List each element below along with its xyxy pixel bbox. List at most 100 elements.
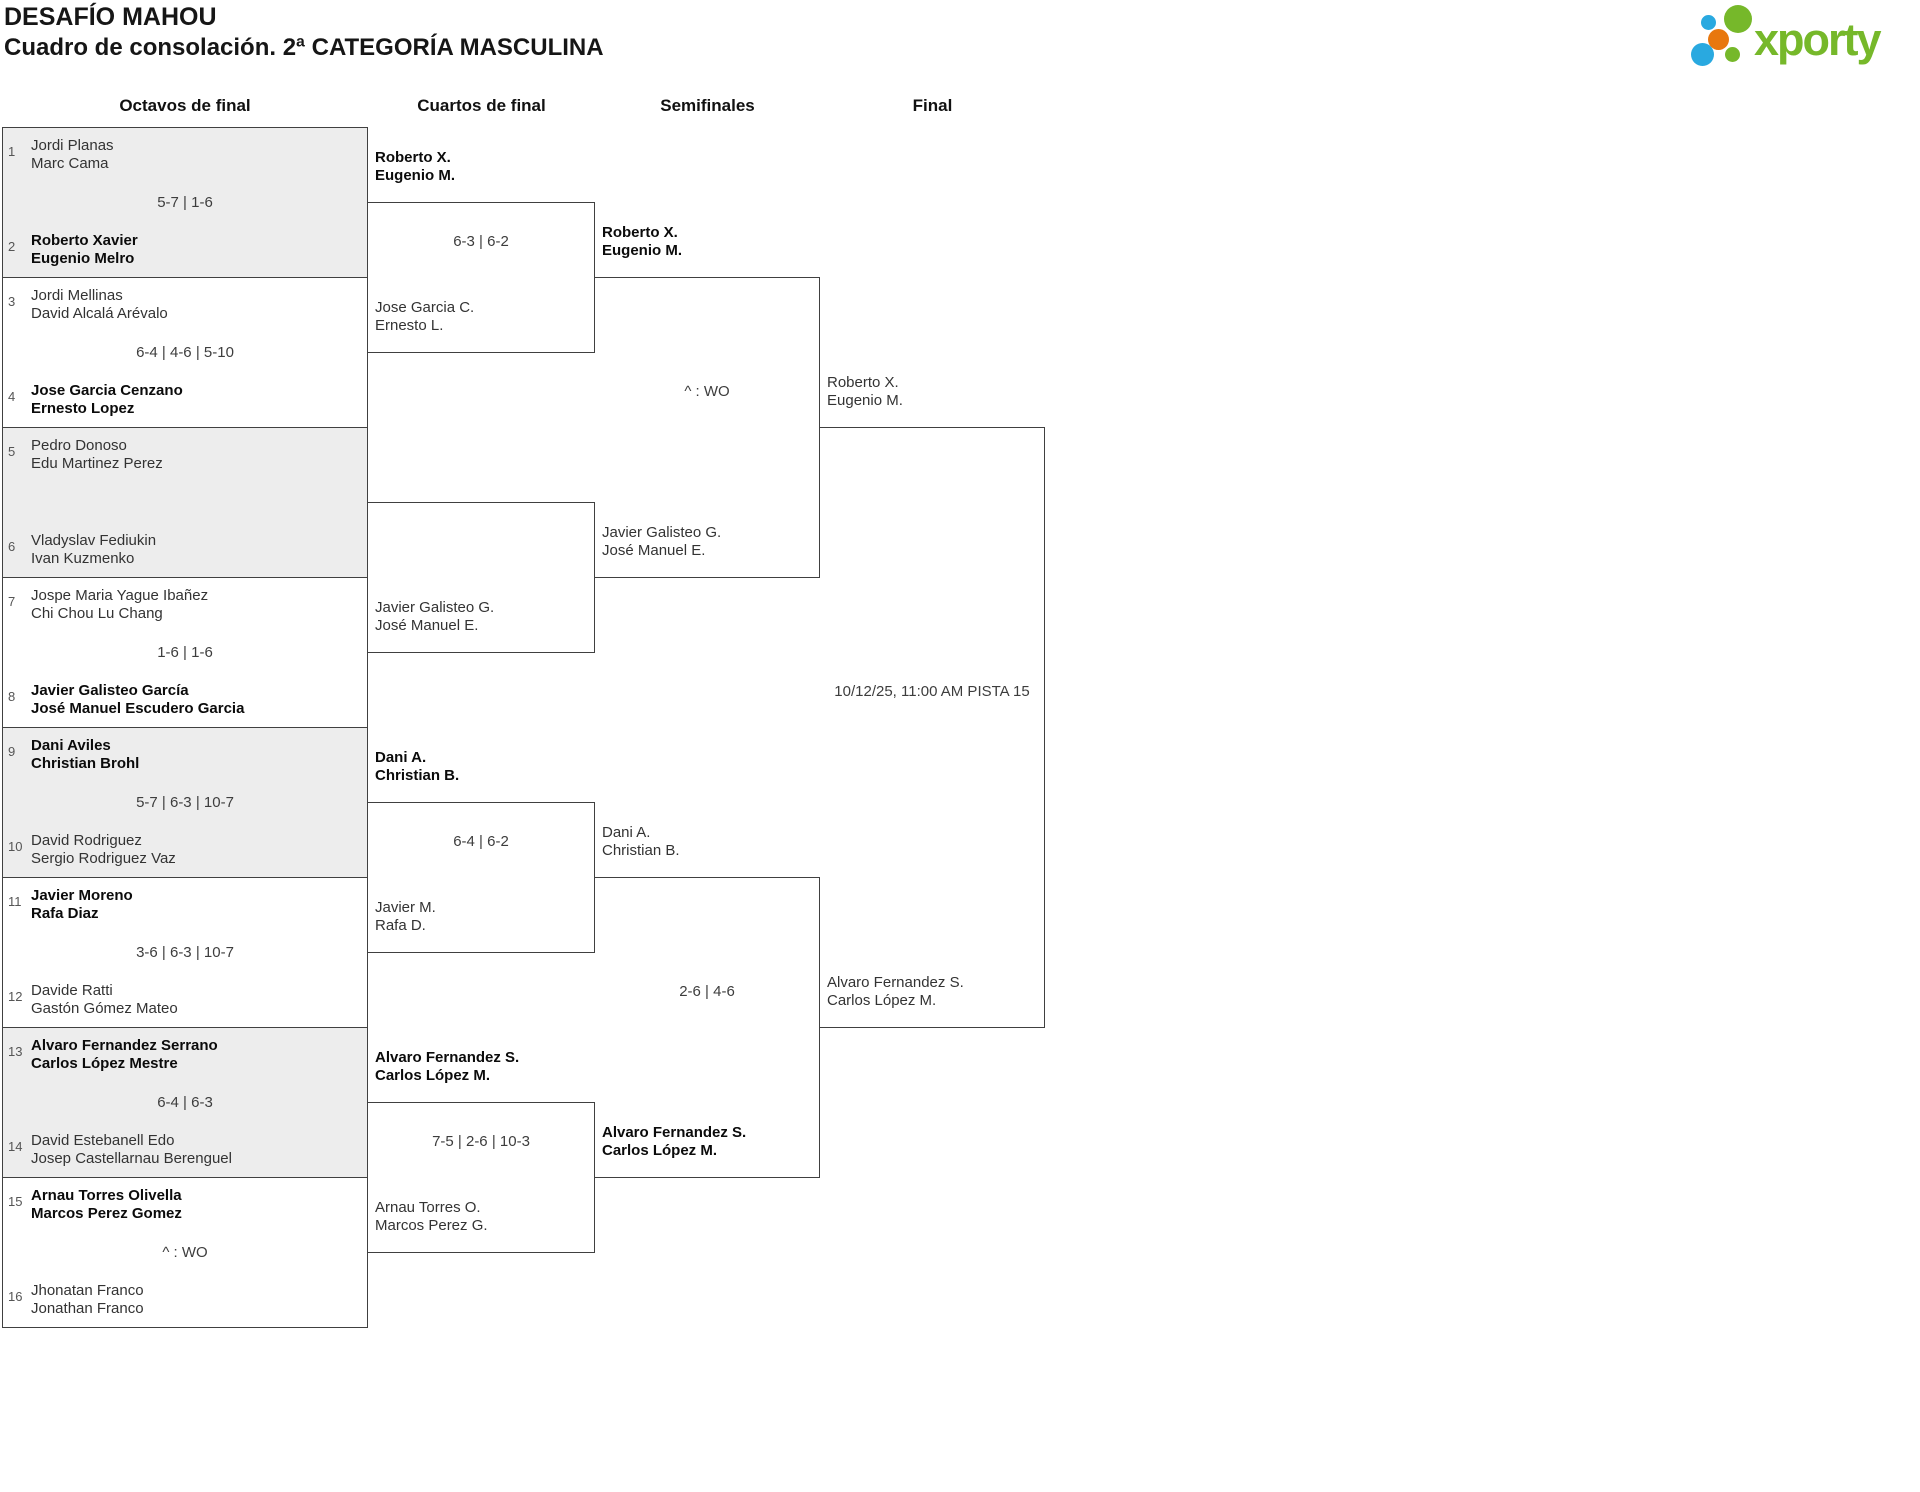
match-box-final[interactable]: Roberto X.Eugenio M. 10/12/25, 11:00 AM … — [820, 374, 1045, 1028]
match-score: 2-6 | 4-6 — [679, 982, 735, 1000]
seed-number: 12 — [8, 989, 23, 1004]
seed-number: 4 — [8, 389, 16, 404]
team-name: Alvaro Fernandez Serrano — [31, 1037, 218, 1054]
team-name: Alvaro Fernandez S. — [375, 1049, 520, 1066]
team-name: Carlos López Mestre — [31, 1055, 178, 1072]
team-name: Rafa Diaz — [31, 905, 99, 922]
team-row: Roberto X.Eugenio M. — [375, 149, 455, 185]
match-score: 6-4 | 6-2 — [453, 832, 509, 850]
team-name: Dani Aviles — [31, 737, 111, 754]
page-title: DESAFÍO MAHOU — [4, 3, 217, 31]
team-name: Vladyslav Fediukin — [31, 532, 157, 549]
team-name: Dani A. — [375, 749, 427, 766]
team-name: Carlos López M. — [375, 1067, 491, 1084]
title-block: DESAFÍO MAHOU Cuadro de consolación. 2ª … — [4, 2, 604, 63]
match-box-semifinal-1[interactable]: Roberto X.Eugenio M. ^ : WO Javier Galis… — [595, 224, 820, 578]
match-score: 6-3 | 6-2 — [453, 232, 509, 250]
match-score: 5-7 | 1-6 — [157, 194, 213, 211]
seed-number: 16 — [8, 1289, 23, 1304]
team-name: Jose Garcia Cenzano — [31, 382, 183, 399]
team-name: Marcos Perez Gomez — [31, 1205, 182, 1222]
match-score: 1-6 | 1-6 — [157, 644, 213, 661]
seed-number: 3 — [8, 294, 16, 309]
team-name: Eugenio M. — [602, 242, 682, 259]
match-box-cuartos-2[interactable]: Javier Galisteo G.José Manuel E. — [368, 502, 595, 653]
match-box-cuartos-4[interactable]: Alvaro Fernandez S.Carlos López M. 7-5 |… — [368, 1049, 595, 1253]
team-name: Gastón Gómez Mateo — [31, 1000, 178, 1017]
team-name: Ernesto Lopez — [31, 400, 135, 417]
team-name: Javier M. — [375, 899, 436, 916]
team-name: Ernesto L. — [375, 317, 444, 334]
seed-number: 11 — [8, 894, 22, 909]
team-name: David Rodriguez — [31, 832, 142, 849]
logo-dot-icon — [1691, 43, 1714, 66]
team-name: Javier Galisteo G. — [602, 524, 722, 541]
match-box-cuartos-3[interactable]: Dani A.Christian B. 6-4 | 6-2 Javier M.R… — [368, 749, 595, 953]
seed-number: 10 — [8, 839, 23, 854]
match-score: 6-4 | 6-3 — [157, 1094, 213, 1111]
team-name: Edu Martinez Perez — [31, 455, 163, 472]
team-name: Chi Chou Lu Chang — [31, 605, 163, 622]
team-name: Javier Moreno — [31, 887, 133, 904]
team-name: Eugenio M. — [375, 167, 455, 184]
logo-dot-icon — [1708, 29, 1729, 50]
team-name: Roberto X. — [827, 374, 899, 391]
team-name: José Manuel E. — [602, 542, 706, 559]
match-schedule: 10/12/25, 11:00 AM PISTA 15 — [834, 682, 1030, 700]
seed-number: 2 — [8, 239, 16, 254]
team-row: Dani A.Christian B. — [602, 824, 680, 860]
round-header-cuartos: Cuartos de final — [417, 96, 546, 115]
seed-number: 1 — [8, 144, 16, 159]
round-header-octavos: Octavos de final — [119, 96, 251, 115]
match-box-semifinal-2[interactable]: Dani A.Christian B. 2-6 | 4-6 Alvaro Fer… — [595, 824, 820, 1178]
team-name: José Manuel Escudero Garcia — [31, 700, 245, 717]
team-name: Roberto X. — [375, 149, 451, 166]
team-row: Alvaro Fernandez S.Carlos López M. — [827, 974, 964, 1010]
team-name: Christian B. — [602, 842, 680, 859]
team-row: Dani A.Christian B. — [375, 749, 459, 785]
team-name: Roberto Xavier — [31, 232, 138, 249]
team-name: Dani A. — [602, 824, 651, 841]
team-row: Javier Galisteo G.José Manuel E. — [375, 599, 494, 635]
team-name: Eugenio Melro — [31, 250, 135, 267]
team-row: Arnau Torres O.Marcos Perez G. — [375, 1199, 488, 1235]
team-name: Javier Galisteo G. — [375, 599, 495, 616]
match-box-cuartos-1[interactable]: Roberto X.Eugenio M. 6-3 | 6-2 Jose Garc… — [368, 149, 595, 353]
team-row: Alvaro Fernandez S.Carlos López M. — [602, 1124, 746, 1160]
logo-dot-icon — [1701, 15, 1716, 30]
team-row: Javier Galisteo G.José Manuel E. — [602, 524, 721, 560]
round-header-final: Final — [912, 96, 953, 115]
seed-number: 15 — [8, 1194, 23, 1209]
seed-number: 14 — [8, 1139, 23, 1154]
logo-dot-icon — [1724, 5, 1752, 33]
xporty-logo[interactable]: xporty — [1686, 2, 1916, 78]
team-name: Pedro Donoso — [31, 437, 127, 454]
match-score: 6-4 | 4-6 | 5-10 — [136, 344, 234, 361]
team-name: Davide Ratti — [31, 982, 113, 999]
team-row: Alvaro Fernandez S.Carlos López M. — [375, 1049, 519, 1085]
team-name: Sergio Rodriguez Vaz — [31, 850, 176, 867]
team-name: Jordi Mellinas — [31, 287, 123, 304]
logo-wordmark: xporty — [1754, 14, 1882, 65]
team-name: David Alcalá Arévalo — [31, 305, 168, 322]
team-name: Christian Brohl — [31, 755, 140, 772]
team-name: Marcos Perez G. — [375, 1217, 488, 1234]
